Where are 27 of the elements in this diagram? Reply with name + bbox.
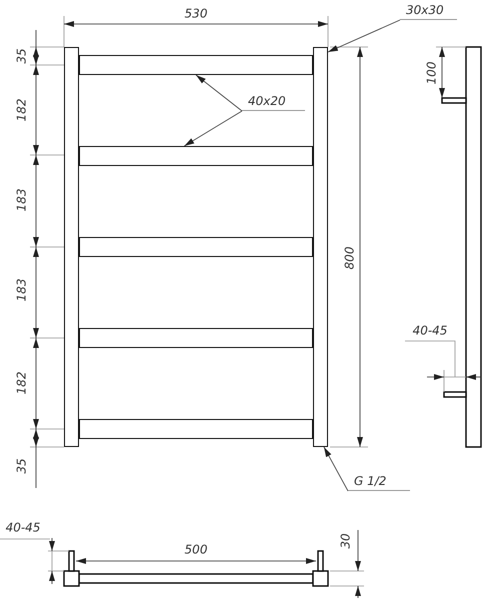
horizontal-rail (79, 328, 313, 348)
dimension-label: 100 (426, 62, 438, 84)
vertical-post (313, 47, 328, 447)
dimension-label: 35 (16, 48, 28, 64)
dimension-label: 500 (184, 544, 208, 556)
callout-text: 40x20 (242, 94, 305, 111)
dimension-label: 35 (16, 458, 28, 474)
dimension-label: 183 (16, 278, 28, 302)
callout-text: G 1/2 (348, 474, 410, 491)
dimension-label: 30 (340, 533, 352, 549)
dimension-label: 182 (16, 98, 28, 122)
leader-line (184, 110, 242, 146)
dimension-label: 40-45 (6, 522, 40, 534)
leader-line (324, 446, 348, 492)
dimension-label: 182 (16, 372, 28, 394)
leader-line (196, 74, 242, 112)
leader-line (328, 20, 400, 52)
dimension-label: 800 (344, 246, 356, 270)
horizontal-rail (79, 419, 313, 439)
callout-text: 30x30 (400, 3, 457, 20)
horizontal-rail (79, 237, 313, 257)
dimension-label: 40-45 (412, 324, 448, 338)
horizontal-rail (79, 146, 313, 166)
dimension-label: 530 (184, 8, 208, 20)
horizontal-rail (79, 55, 313, 75)
vertical-post (64, 47, 79, 447)
dimension-label: 183 (16, 188, 28, 212)
